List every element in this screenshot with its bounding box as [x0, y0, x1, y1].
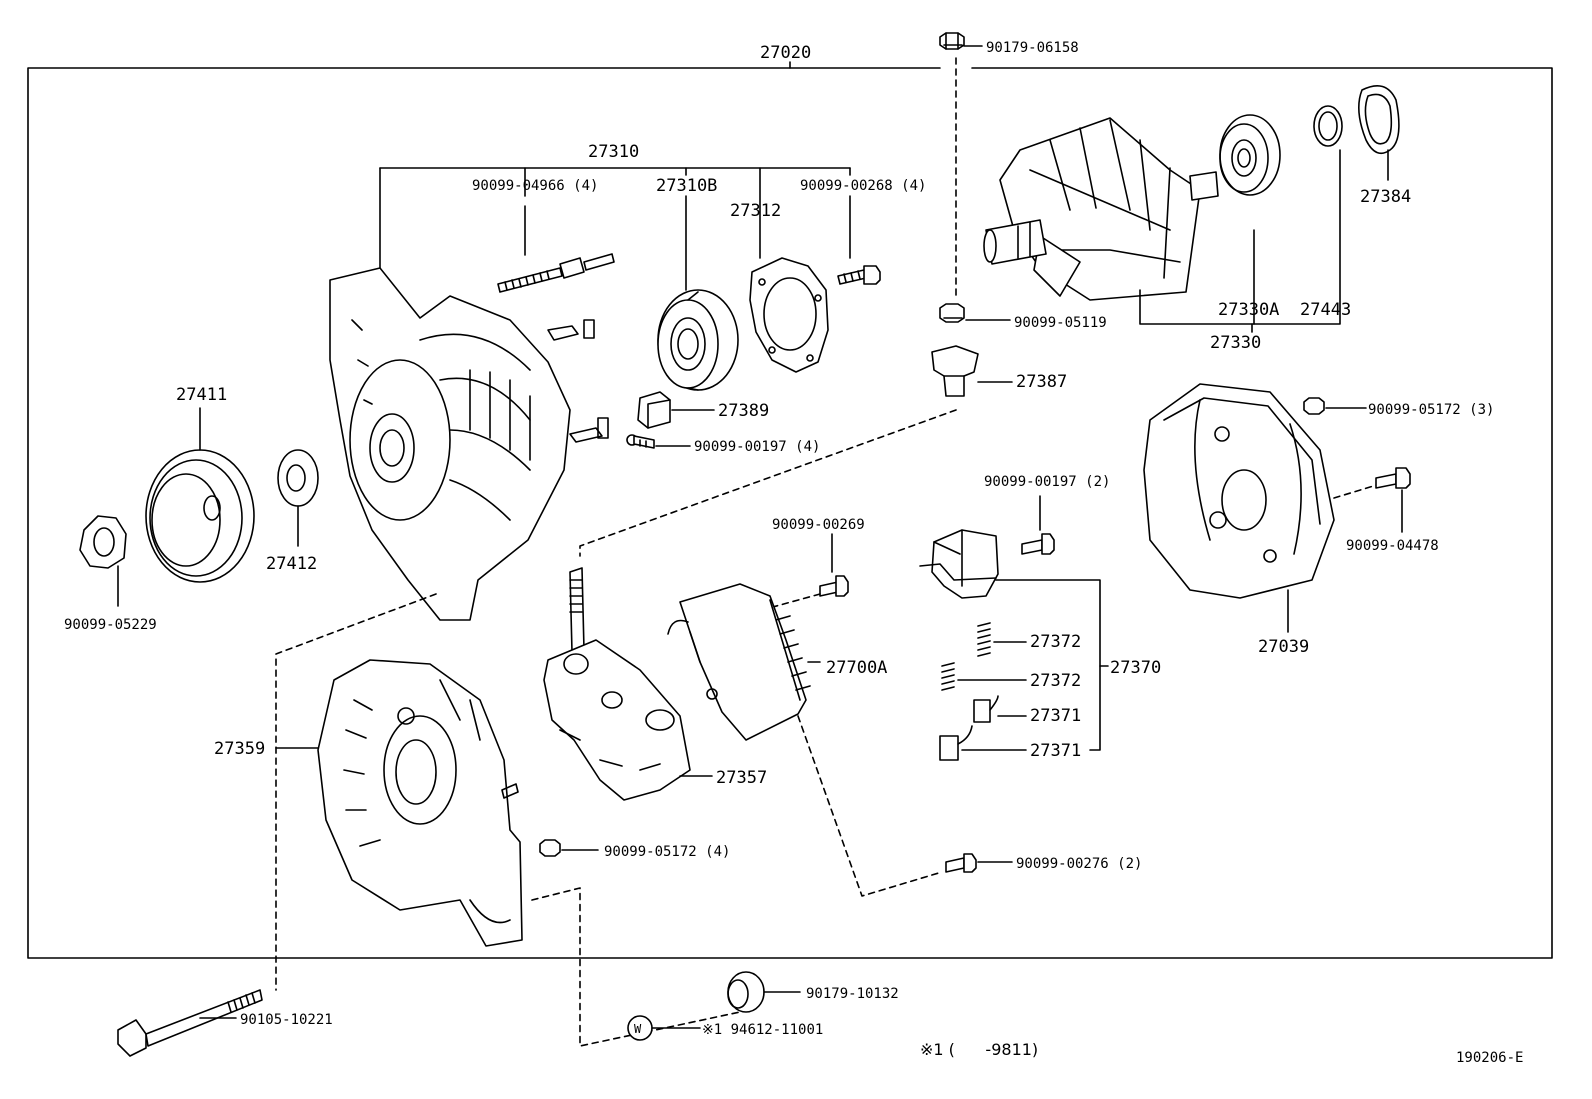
rear-frame-nut-part — [539, 839, 599, 857]
front-bearing-part — [657, 289, 739, 391]
label-bearing-cover: 27443 — [1300, 300, 1352, 320]
label-pulley: 27411 — [176, 385, 228, 405]
brush-holder-part — [919, 529, 1109, 751]
label-spring-2: 27372 — [1030, 671, 1082, 691]
terminal-nut-part — [939, 303, 1011, 323]
label-brush-1: 27371 — [1030, 706, 1082, 726]
label-brush-2: 27371 — [1030, 741, 1082, 761]
label-brush-holder-group: 27370 — [1110, 658, 1162, 678]
drive-end-frame-part — [329, 267, 609, 621]
label-terminal-insulator: 27389 — [718, 401, 770, 421]
rectifier-part — [543, 567, 713, 801]
label-plate: 27312 — [730, 201, 782, 221]
end-cover-nut-part — [1303, 397, 1367, 415]
cover-ring-part — [1358, 84, 1400, 181]
regulator-screw-part — [761, 533, 849, 611]
spring-2-part — [941, 662, 1027, 691]
assembly-frame — [27, 67, 1553, 959]
bearing-cover-part — [1313, 105, 1343, 147]
rotor-part — [983, 117, 1341, 333]
label-rear-frame-nut: 90099-05172 (4) — [604, 844, 731, 860]
top-nut-part — [939, 32, 983, 50]
label-bolt-top: 90179-06158 — [986, 40, 1079, 56]
label-rectifier: 27357 — [716, 768, 768, 788]
regulator-holder-screw-part — [945, 853, 1013, 873]
label-through-bolt: 90105-10221 — [240, 1012, 333, 1028]
brush-2-part — [939, 725, 1027, 761]
label-plate-screw: 90099-00268 (4) — [800, 178, 927, 194]
stud-part — [497, 253, 615, 293]
regulator-part — [667, 583, 943, 897]
rotor-bearing-part — [1219, 114, 1281, 196]
pulley-nut-part — [79, 515, 127, 607]
label-footnote: ※1 ( -9811) — [920, 1040, 1039, 1059]
holder-screw-part — [1021, 495, 1055, 555]
washer-part — [627, 1015, 701, 1041]
label-spring-1: 27372 — [1030, 632, 1082, 652]
label-figure-code: 190206-E — [1456, 1050, 1524, 1066]
retainer-plate-part — [749, 257, 829, 373]
end-cover-part — [1143, 383, 1381, 633]
label-frame-screw: 90099-00197 (4) — [694, 439, 821, 455]
spacer-part — [727, 971, 801, 1013]
terminal-insulator-b-part — [579, 345, 1013, 557]
pulley-part — [145, 407, 255, 583]
label-end-cover-screw: 90099-04478 — [1346, 538, 1439, 554]
label-rear-frame: 27359 — [214, 739, 266, 759]
label-end-cover-nut: 90099-05172 (3) — [1368, 402, 1495, 418]
label-assembly: 27020 — [760, 43, 812, 63]
label-pulley-nut: 90099-05229 — [64, 617, 157, 633]
terminal-insulator-part — [637, 391, 715, 429]
label-regulator-holder-screw: 90099-00276 (2) — [1016, 856, 1143, 872]
label-washer-symbol: W — [634, 1022, 642, 1036]
label-front-bearing: 27310B — [656, 176, 718, 196]
end-cover-screw-part — [1375, 467, 1411, 533]
label-collar: 27412 — [266, 554, 318, 574]
rear-frame-part — [275, 593, 741, 1047]
label-frame-group: 27310 — [588, 142, 640, 162]
label-regulator-screw: 90099-00269 — [772, 517, 865, 533]
through-bolt-part — [117, 989, 263, 1057]
label-terminal-insulator-b: 27387 — [1016, 372, 1068, 392]
label-spacer: 90179-10132 — [806, 986, 899, 1002]
label-terminal-nut: 90099-05119 — [1014, 315, 1107, 331]
label-rotor-bearing: 27330A — [1218, 300, 1280, 320]
label-washer: ※1 94612-11001 — [702, 1022, 824, 1038]
collar-part — [277, 449, 319, 547]
label-rotor: 27330 — [1210, 333, 1262, 353]
frame-screw-part — [626, 434, 691, 449]
spring-1-part — [977, 622, 1027, 657]
plate-screw-part — [837, 265, 881, 285]
brush-1-part — [973, 695, 1027, 723]
label-cover-ring: 27384 — [1360, 187, 1412, 207]
label-holder-screw: 90099-00197 (2) — [984, 474, 1111, 490]
label-end-cover: 27039 — [1258, 637, 1310, 657]
label-stud: 90099-04966 (4) — [472, 178, 599, 194]
label-regulator: 27700A — [826, 658, 888, 678]
